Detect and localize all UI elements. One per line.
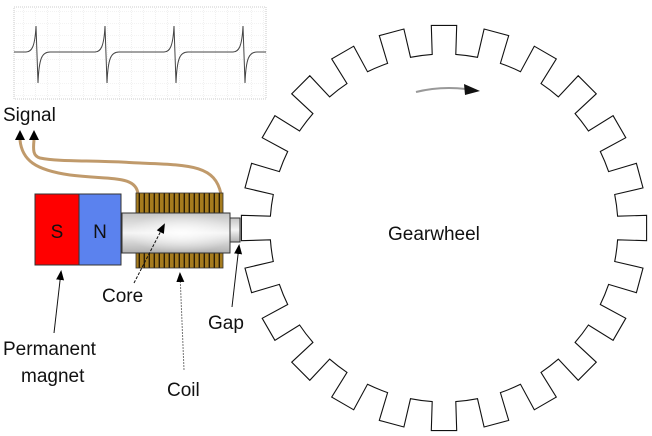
gap-callout-line — [231, 244, 243, 308]
rotation-arrow-icon — [464, 84, 480, 95]
core-shine — [122, 213, 230, 253]
signal-scope — [13, 6, 267, 100]
arrow-up-icon — [29, 130, 39, 140]
gearwheel-label: Gearwheel — [388, 224, 480, 245]
permanent-label: Permanent — [3, 339, 97, 360]
magnet-label: magnet — [21, 366, 85, 387]
rotation-arrow — [415, 84, 480, 95]
arrow-up-icon — [15, 130, 25, 140]
wire-right — [32, 139, 223, 195]
gap-label: Gap — [208, 313, 244, 334]
coil-callout-line — [176, 272, 185, 371]
signal-wires — [18, 139, 223, 195]
signal-wire-arrows — [15, 130, 39, 140]
core — [121, 212, 241, 254]
rotation-arc — [415, 87, 467, 93]
wire-left — [18, 139, 140, 195]
callouts — [53, 223, 243, 371]
north-label: N — [93, 222, 107, 243]
scope-grid — [13, 6, 267, 100]
magnet-north-pole — [78, 193, 122, 266]
magnet-south-pole — [34, 193, 80, 266]
south-label: S — [51, 222, 64, 243]
permanent-magnet: S N — [34, 193, 122, 266]
gearwheel — [240, 24, 648, 432]
core-tip — [229, 217, 241, 243]
signal-trace — [14, 25, 266, 84]
core-label: Core — [102, 286, 143, 307]
coil-label: Coil — [167, 380, 200, 401]
core-callout-line — [133, 223, 165, 284]
magnet-callout-line — [53, 270, 65, 334]
signal-label: Signal — [3, 105, 56, 126]
